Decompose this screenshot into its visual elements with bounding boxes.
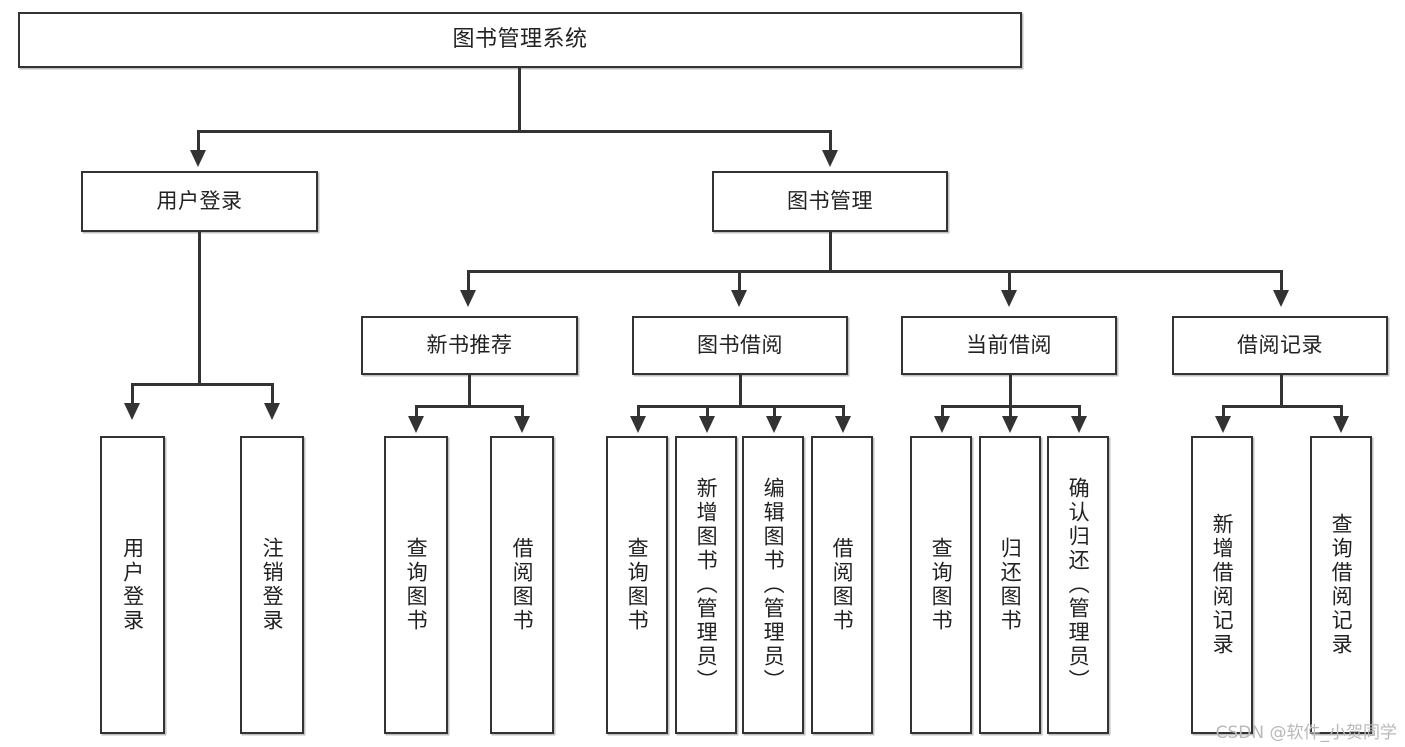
arrow-to-borrow-record [1273,290,1289,307]
node-label: 借阅记录 [1237,333,1323,358]
leaf-new-book-borrow-book[interactable]: 借阅图书 [490,436,554,734]
leaf-user-login-login[interactable]: 用户登录 [100,436,165,734]
connector-user-login-bus [131,383,271,386]
arrow-current-borrow-leaf-1 [934,416,950,433]
arrow-to-user-login [190,150,206,167]
node-root-book-management-system[interactable]: 图书管理系统 [18,12,1022,68]
leaf-current-borrow-return-book[interactable]: 归还图书 [979,436,1041,734]
node-label: 图书借阅 [697,333,783,358]
node-book-management[interactable]: 图书管理 [712,171,948,232]
leaf-book-borrow-edit-book-admin[interactable]: 编辑图书（管理员） [742,436,804,734]
leaf-new-book-query-book[interactable]: 查询图书 [384,436,448,734]
connector-to-borrow-record [1280,270,1283,292]
leaf-book-borrow-query-book[interactable]: 查询图书 [606,436,668,734]
node-label: 新增借阅记录 [1210,513,1235,657]
arrow-to-new-book [460,290,476,307]
leaf-user-login-logout[interactable]: 注销登录 [240,436,304,734]
leaf-book-borrow-borrow-book[interactable]: 借阅图书 [811,436,873,734]
connector-book-borrow-drop-2 [706,405,709,418]
connector-to-new-book [467,270,470,292]
arrow-to-book-borrow [731,290,747,307]
arrow-new-book-leaf-2 [514,416,530,433]
arrow-to-book-management [822,150,838,167]
connector-level2-bus [197,130,831,133]
leaf-current-borrow-query-book[interactable]: 查询图书 [910,436,972,734]
leaf-book-borrow-add-book-admin[interactable]: 新增图书（管理员） [675,436,737,734]
node-borrow-record[interactable]: 借阅记录 [1172,316,1388,375]
connector-new-book-drop-1 [415,405,418,418]
arrow-book-borrow-leaf-3 [766,416,782,433]
node-label: 借阅图书 [830,537,855,633]
connector-new-book-drop-2 [521,405,524,418]
connector-book-borrow-drop-4 [842,405,845,418]
arrow-book-borrow-leaf-1 [630,416,646,433]
arrow-borrow-record-leaf-2 [1333,416,1349,433]
node-label: 查询图书 [625,537,650,633]
node-label: 查询图书 [929,537,954,633]
node-label: 用户登录 [120,537,145,633]
node-label: 当前借阅 [966,333,1052,358]
node-label: 图书管理 [787,189,873,214]
connector-new-book-bus [415,405,523,408]
node-current-borrow[interactable]: 当前借阅 [901,316,1117,375]
node-label: 借阅图书 [510,537,535,633]
node-label: 新书推荐 [426,333,513,358]
arrow-borrow-record-leaf-1 [1215,416,1231,433]
connector-book-borrow-drop-3 [773,405,776,418]
connector-new-book-stem [468,375,471,405]
connector-level3-bus [467,270,1280,273]
connector-borrow-record-drop-2 [1340,405,1343,418]
node-label: 注销登录 [260,537,285,633]
arrow-current-borrow-leaf-3 [1071,416,1087,433]
node-label: 归还图书 [998,537,1023,633]
leaf-borrow-record-query-record[interactable]: 查询借阅记录 [1310,436,1372,734]
node-label: 编辑图书（管理员） [761,477,786,693]
arrow-current-borrow-leaf-2 [1002,416,1018,433]
node-user-login[interactable]: 用户登录 [81,171,318,232]
connector-borrow-record-stem [1280,375,1283,405]
node-label: 图书管理系统 [452,27,588,53]
connector-user-login-drop-2 [271,383,274,405]
connector-current-borrow-stem [1009,375,1012,405]
node-label: 查询借阅记录 [1329,513,1354,657]
connector-borrow-record-drop-1 [1222,405,1225,418]
leaf-current-borrow-confirm-return-admin[interactable]: 确认归还（管理员） [1047,436,1109,734]
connector-book-borrow-drop-1 [637,405,640,418]
connector-to-user-login [197,130,200,152]
leaf-borrow-record-add-record[interactable]: 新增借阅记录 [1191,436,1253,734]
connector-book-borrow-bus [637,405,844,408]
arrow-book-borrow-leaf-2 [699,416,715,433]
connector-to-book-borrow [738,270,741,292]
connector-borrow-record-bus [1222,405,1340,408]
node-label: 确认归还（管理员） [1066,477,1091,693]
connector-to-book-management [829,130,832,152]
node-label: 新增图书（管理员） [694,477,719,693]
connector-book-borrow-stem [739,375,742,405]
node-book-borrow[interactable]: 图书借阅 [632,316,848,375]
arrow-to-current-borrow [1001,290,1017,307]
arrow-user-login-leaf-1 [124,403,140,420]
connector-user-login-drop-1 [131,383,134,405]
connector-to-current-borrow [1008,270,1011,292]
arrow-user-login-leaf-2 [264,403,280,420]
csdn-watermark: CSDN @软件_小贺同学 [1215,723,1397,743]
connector-root-stem [518,68,521,130]
connector-current-borrow-drop-1 [941,405,944,418]
arrow-new-book-leaf-1 [408,416,424,433]
connector-user-login-stem [198,232,201,383]
node-label: 查询图书 [404,537,429,633]
arrow-book-borrow-leaf-4 [835,416,851,433]
node-new-book-recommend[interactable]: 新书推荐 [361,316,578,375]
connector-current-borrow-drop-2 [1009,405,1012,418]
connector-book-management-stem [829,232,832,270]
connector-current-borrow-drop-3 [1078,405,1081,418]
node-label: 用户登录 [156,189,243,214]
